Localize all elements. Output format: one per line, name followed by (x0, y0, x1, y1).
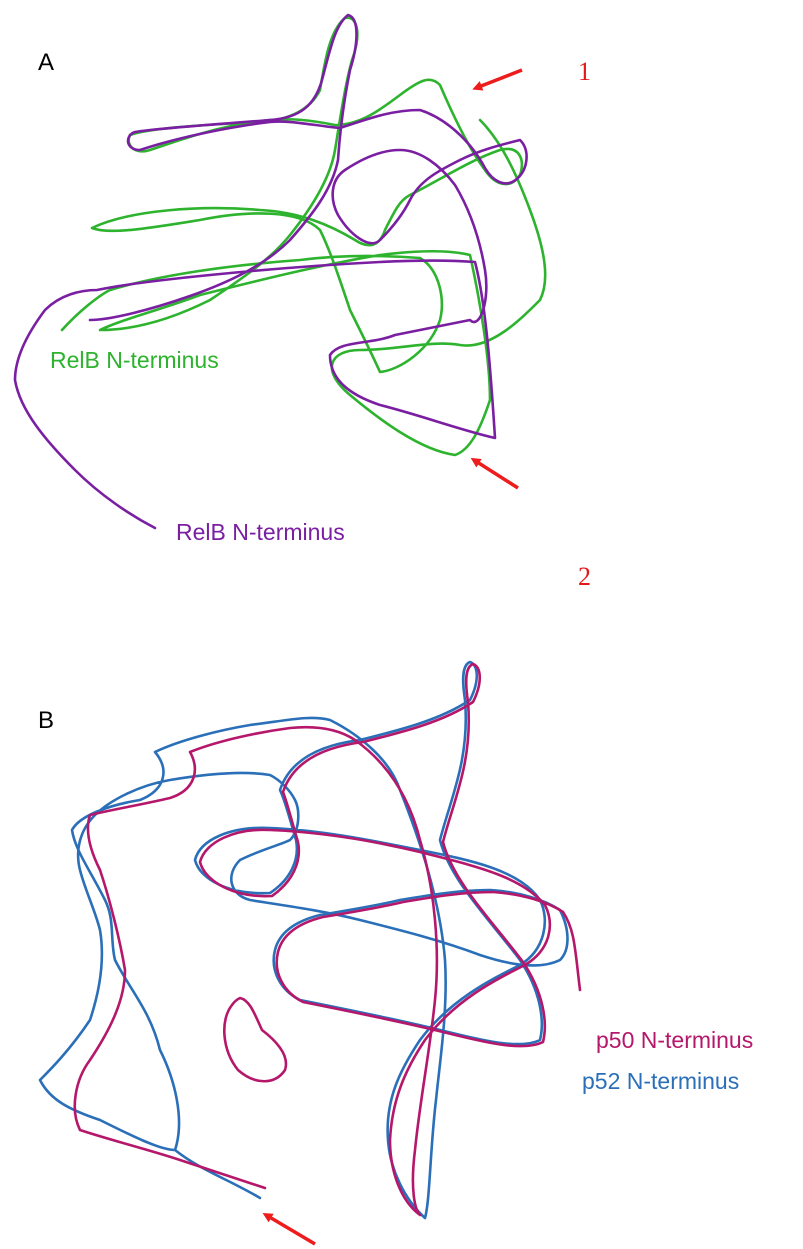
arrow-marker-2 (474, 460, 518, 488)
marker-2-label: 2 (578, 562, 591, 591)
arrow-marker-panel-b (266, 1215, 315, 1244)
relb-purple-n-terminus-label: RelB N-terminus (176, 519, 345, 545)
panel-b: B p50 N-terminus p52 N-terminus (38, 662, 753, 1244)
panel-a-green-trace (62, 18, 545, 455)
relb-green-n-terminus-label: RelB N-terminus (50, 347, 219, 373)
panel-a-purple-trace (15, 15, 527, 528)
p50-n-terminus-label: p50 N-terminus (596, 1027, 753, 1053)
panel-b-letter: B (38, 707, 54, 734)
panel-a-letter: A (38, 49, 54, 76)
p52-n-terminus-label: p52 N-terminus (582, 1068, 739, 1094)
arrow-marker-1 (476, 70, 522, 88)
panel-b-p50-loop (224, 998, 286, 1081)
panel-a: A 1 2 RelB N-terminus RelB N-terminus (15, 15, 591, 591)
marker-1-label: 1 (578, 57, 591, 86)
